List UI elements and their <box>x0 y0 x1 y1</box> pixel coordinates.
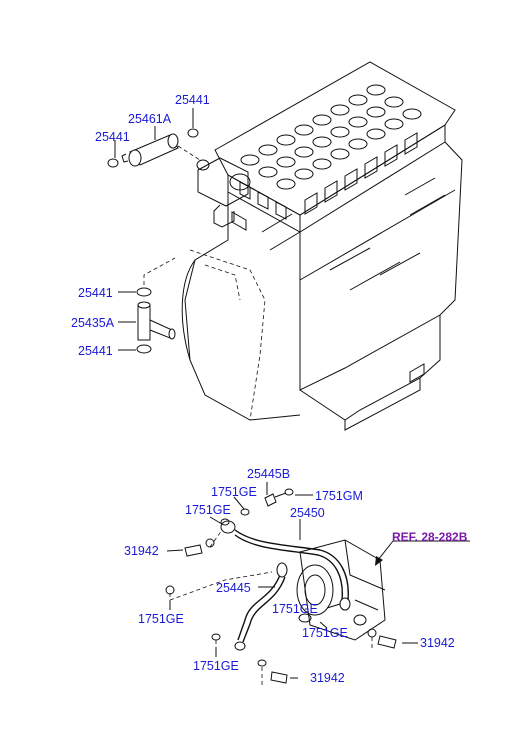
water-pipe-25461a-drawing <box>107 108 201 168</box>
engine-block-drawing <box>181 61 463 431</box>
label-ref-28-282b: REF. 28-282B <box>392 530 468 544</box>
label-31942-bottom: 31942 <box>310 671 345 685</box>
label-1751ge-turbo-b: 1751GE <box>302 626 348 640</box>
label-25445: 25445 <box>216 581 251 595</box>
label-25441-top-right: 25441 <box>175 93 210 107</box>
label-1751gm: 1751GM <box>315 489 363 503</box>
label-25441-lower-oring: 25441 <box>78 344 113 358</box>
label-1751ge-top: 1751GE <box>211 485 257 499</box>
bypass-pipe-25435a-drawing <box>118 257 176 354</box>
label-25445b: 25445B <box>247 467 291 481</box>
label-25441-upper-oring: 25441 <box>78 286 113 300</box>
label-1751ge-turbo-a: 1751GE <box>272 602 318 616</box>
label-1751ge-bottom: 1751GE <box>193 659 239 673</box>
label-31942-left: 31942 <box>124 544 159 558</box>
label-31942-right: 31942 <box>420 636 455 650</box>
label-25450: 25450 <box>290 506 325 520</box>
label-25461a: 25461A <box>128 112 172 126</box>
label-25441-top-left: 25441 <box>95 130 130 144</box>
label-25435a: 25435A <box>71 316 115 330</box>
label-1751ge-feed: 1751GE <box>185 503 231 517</box>
oil-line-assembly-drawing <box>165 482 470 685</box>
label-1751ge-left: 1751GE <box>138 612 184 626</box>
